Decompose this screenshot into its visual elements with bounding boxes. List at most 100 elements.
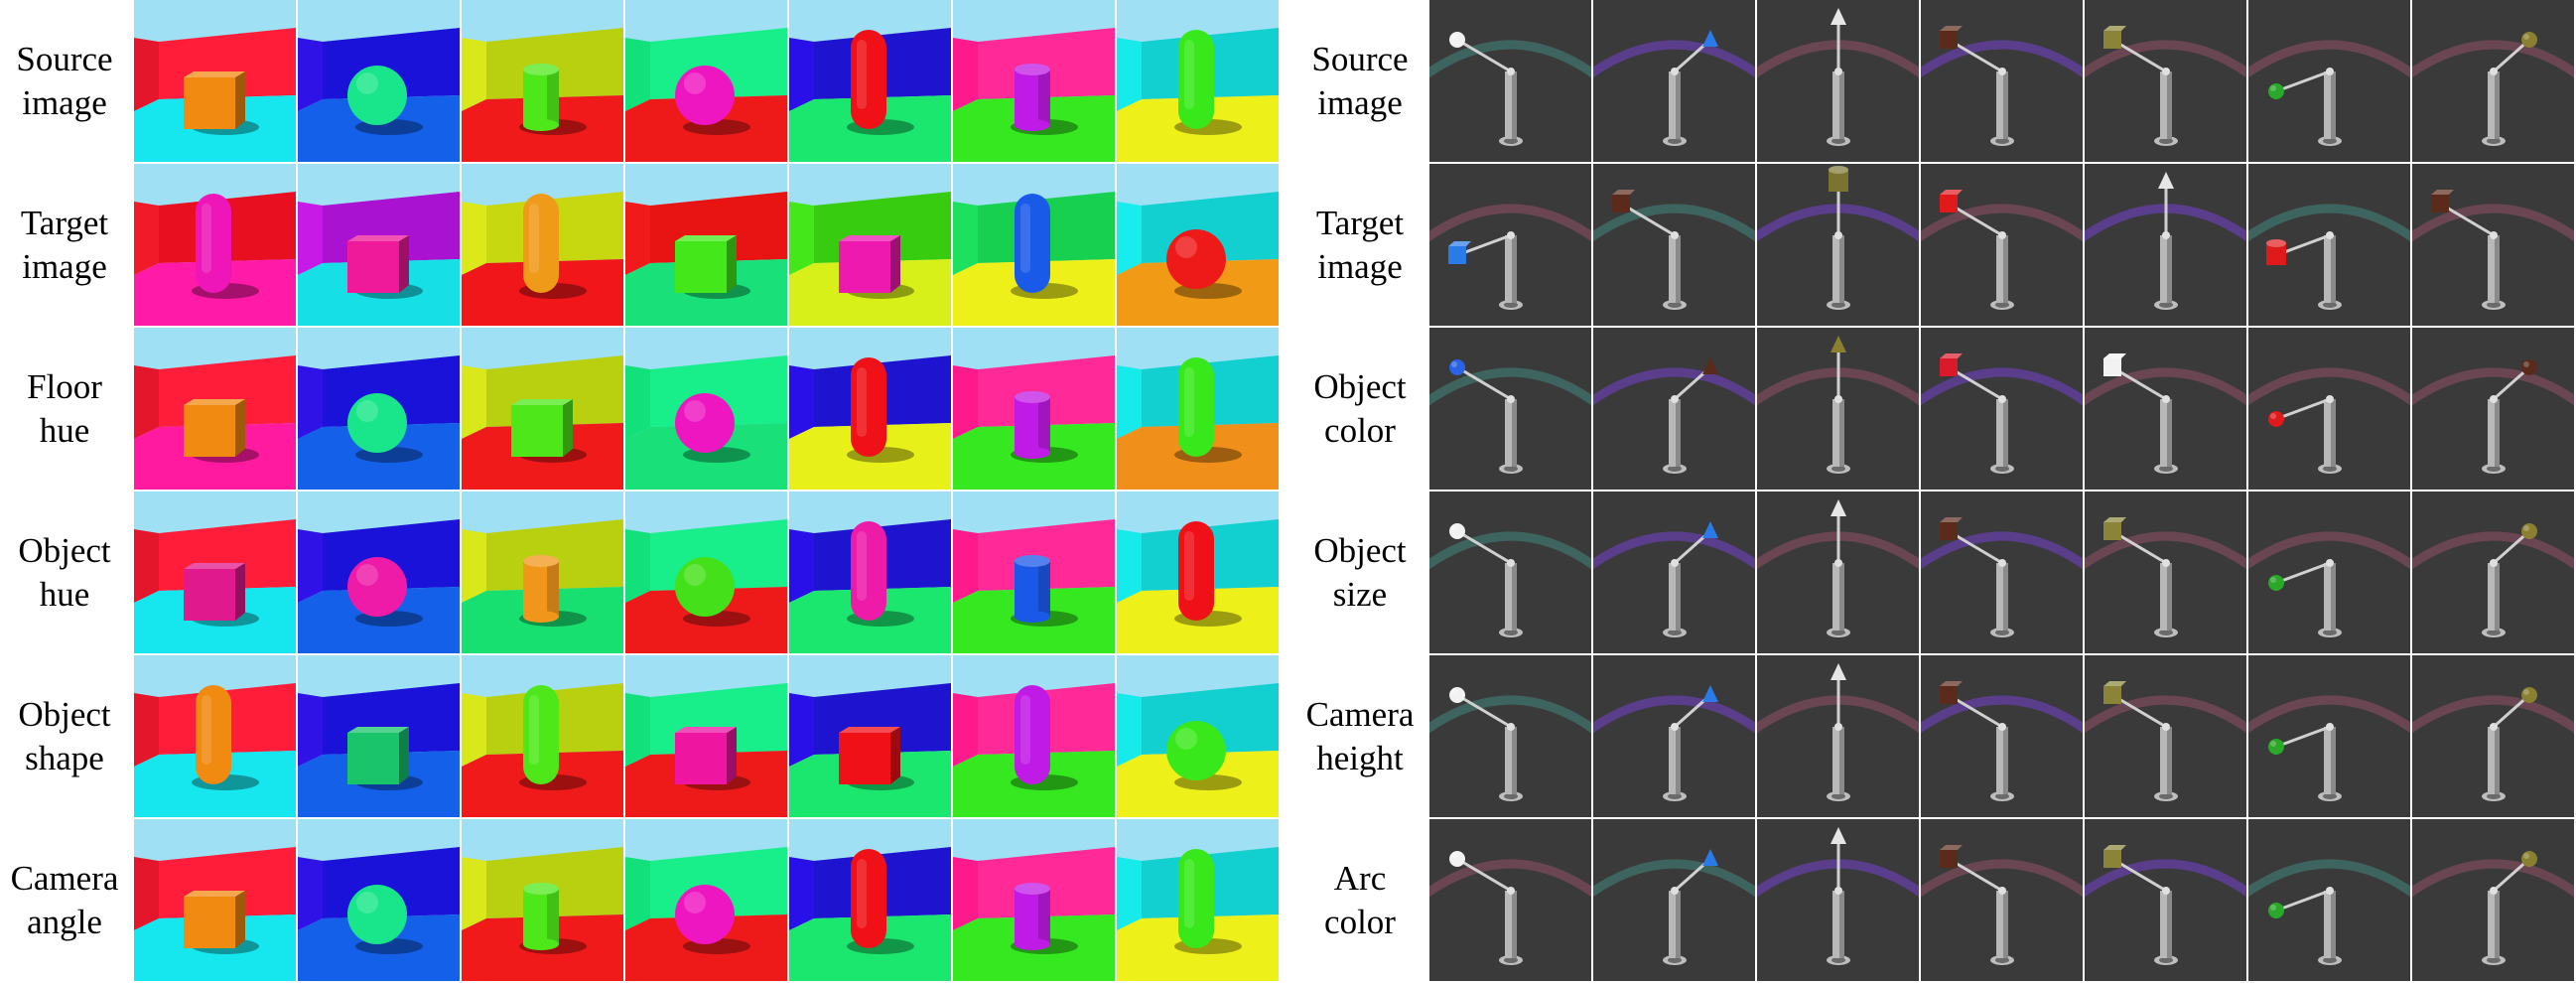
robot-column-shade (1676, 891, 1681, 958)
object-cube-top (1940, 517, 1963, 522)
arc (2085, 695, 2246, 734)
label-line: Camera (10, 858, 119, 898)
object-sphere-highlight (2270, 413, 2276, 419)
robot-image-r5-c4 (1921, 655, 2083, 817)
robot-link (2275, 397, 2331, 421)
robot-arm-scene (1921, 328, 2083, 490)
shapes3d-scene (462, 0, 623, 162)
wall-left (789, 202, 814, 275)
cube-top (511, 399, 573, 405)
arc (1593, 531, 1755, 570)
shapes-image-r1-c1 (134, 0, 296, 162)
label-line: Floor (27, 366, 102, 406)
robot-link (2275, 561, 2331, 585)
object-cylinder-top (1829, 166, 1848, 174)
robot-arm-scene (1593, 492, 1755, 653)
shapes-image-r1-c5 (789, 0, 951, 162)
robot-arm-scene (2412, 492, 2574, 653)
shapes-image-r1-c6 (953, 0, 1115, 162)
robot-joint (1834, 68, 1842, 75)
capsule (1015, 194, 1050, 293)
shapes-image-r4-c3 (462, 492, 623, 653)
robot-image-r5-c1 (1429, 655, 1591, 817)
arc (1429, 367, 1591, 406)
cube-top (184, 71, 245, 77)
shapes-image-r1-c2 (298, 0, 460, 162)
robot-column-shade (2495, 891, 2500, 958)
wall-left (462, 857, 486, 930)
robot-joint (2162, 887, 2170, 895)
wall-left (298, 857, 323, 930)
cube-front (184, 569, 235, 621)
arc (2412, 531, 2574, 570)
wall-left (134, 38, 159, 111)
robot-column-shade (2331, 727, 2336, 794)
object-cube (2103, 522, 2121, 540)
arc (1593, 859, 1755, 898)
label-line: hue (39, 410, 90, 450)
robot-base-inner (1995, 957, 2009, 963)
wall-left (789, 693, 814, 767)
object-sphere (2268, 903, 2284, 918)
label-line: Object (1313, 366, 1407, 406)
shapes3d-scene (789, 0, 951, 162)
robot-joint (1998, 887, 2006, 895)
cylinder-shade (547, 561, 559, 617)
robot-base-inner (1504, 302, 1518, 308)
object-cube (1940, 686, 1958, 704)
robot-image-r1-c3 (1757, 0, 1919, 162)
robot-arm-scene (1429, 655, 1591, 817)
object-cube-top (1940, 353, 1963, 358)
robot-arm-scene (2248, 164, 2410, 326)
sphere (675, 393, 735, 453)
robot-arm-scene (1593, 328, 1755, 490)
capsule-highlight (1020, 695, 1030, 765)
shapes-image-r6-c5 (789, 819, 951, 981)
wall-left (462, 529, 486, 603)
robot-image-r5-c6 (2248, 655, 2410, 817)
robot-base-inner (2487, 630, 2501, 635)
robot-arm-scene (2248, 655, 2410, 817)
robot-arm-scene (1593, 655, 1755, 817)
robot-base-inner (1504, 466, 1518, 472)
capsule (523, 194, 559, 293)
arc (2412, 367, 2574, 406)
robot-image-r3-c6 (2248, 328, 2410, 490)
robot-image-r2-c2 (1593, 164, 1755, 326)
robot-arm-scene (2412, 655, 2574, 817)
robot-arm-scene (1429, 328, 1591, 490)
object-cone (2158, 172, 2174, 189)
object-cube-top (2103, 26, 2126, 31)
cube-front (839, 733, 890, 784)
robot-joint (2490, 395, 2498, 403)
robot-base-inner (1504, 957, 1518, 963)
floor (625, 423, 787, 490)
robot-image-r1-c1 (1429, 0, 1591, 162)
object-cube-top (1940, 26, 1963, 31)
sphere (675, 557, 735, 617)
robot-image-r4-c7 (2412, 492, 2574, 653)
cube-top (184, 399, 245, 405)
arc (2248, 695, 2410, 734)
robot-joint (1671, 723, 1679, 731)
robot-base-inner (1995, 138, 2009, 144)
robot-base-inner (2487, 138, 2501, 144)
robot-arm-scene (2412, 164, 2574, 326)
object-sphere-highlight (2270, 85, 2276, 91)
capsule (851, 357, 886, 457)
robot-column-shade (1512, 727, 1517, 794)
shapes3d-scene (1117, 0, 1279, 162)
arc (2412, 695, 2574, 734)
label-line: shape (25, 738, 104, 777)
robot-base-inner (1668, 793, 1682, 799)
arc (2085, 531, 2246, 570)
robot-arm-scene (1757, 819, 1919, 981)
robot-base-inner (1995, 466, 2009, 472)
robot-arm-scene (1757, 655, 1919, 817)
shapes3d-scene (625, 819, 787, 981)
robot-image-r1-c5 (2085, 0, 2246, 162)
floor (625, 914, 787, 981)
